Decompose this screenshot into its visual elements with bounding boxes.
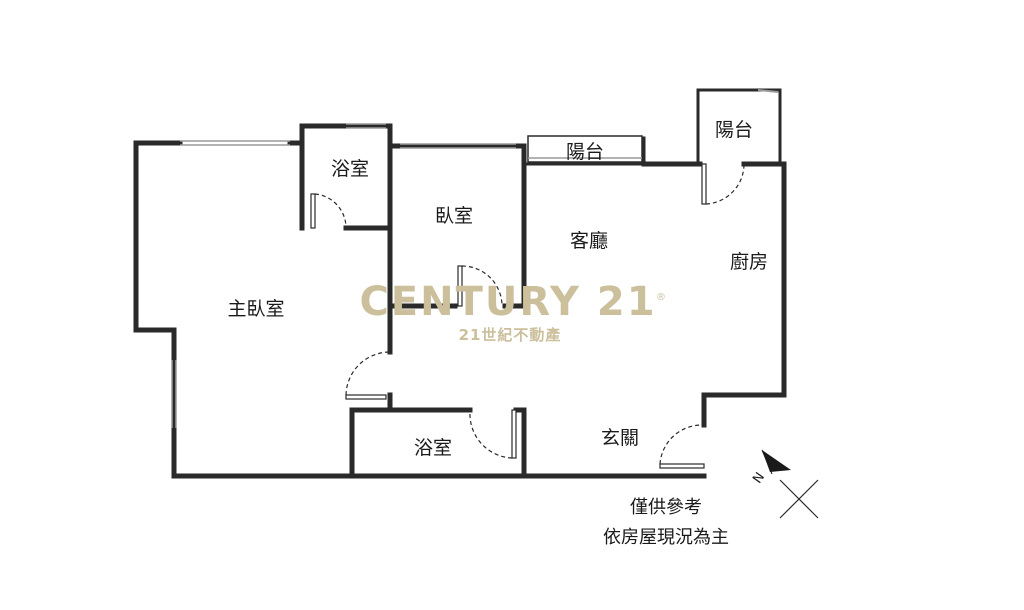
disclaimer: 僅供參考 依房屋現況為主 [603,497,729,548]
room-labels: 主臥室 浴室 臥室 陽台 陽台 客廳 廚房 浴室 玄關 [227,119,768,459]
compass-north-label: N [750,470,768,487]
windows [171,89,779,428]
label-kitchen: 廚房 [730,250,768,273]
wall-master-west [133,140,183,479]
label-living-room: 客廳 [570,230,608,252]
wall-bath-bottom [349,407,473,479]
compass: N [750,449,819,519]
wall-bedroom-south-2 [502,279,527,309]
walls [133,88,787,479]
wall-east [701,161,787,428]
label-bedroom: 臥室 [435,205,473,227]
label-balcony-small: 陽台 [566,141,604,163]
wall-bath-top [299,123,393,231]
doors [310,163,745,469]
label-bath-bottom: 浴室 [414,437,452,459]
wall-balcony-small [522,136,646,166]
brand-subtitle: 21世紀不動產 [459,326,562,344]
brand-registered-mark: ® [656,292,666,303]
brand-logo-text: CENTURY 21 [359,279,656,325]
compass-line-2 [779,479,819,519]
label-balcony-right: 陽台 [715,119,753,141]
disclaimer-line-2: 依房屋現況為主 [603,527,729,548]
wall-balcony-right [696,88,782,166]
disclaimer-line-1: 僅供參考 [630,497,702,518]
label-master-bedroom: 主臥室 [227,298,284,320]
wall-bath-bottom-2 [513,407,527,479]
watermark: CENTURY 21 ® 21世紀不動產 [359,279,666,344]
label-entrance: 玄關 [601,427,639,449]
label-bath-top: 浴室 [331,158,369,180]
